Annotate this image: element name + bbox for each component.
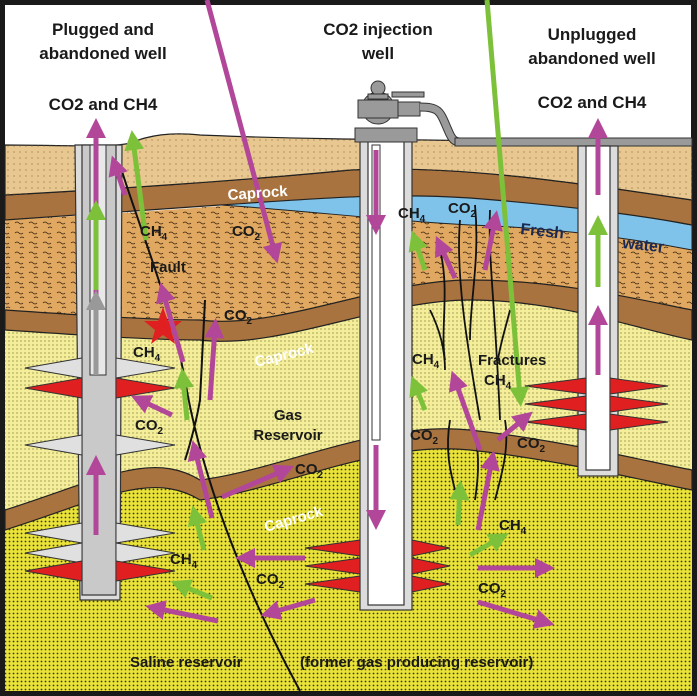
ch4-arrow <box>468 533 509 558</box>
plugged-well-title-1: Plugged and <box>52 20 154 39</box>
plugged-well-title-2: abandoned well <box>39 44 167 63</box>
ch4-arrow <box>409 375 428 411</box>
unplugged-well-emissions: CO2 and CH4 <box>538 93 647 112</box>
co2-arrow <box>221 464 295 500</box>
fractures-label: Fractures <box>478 352 546 369</box>
svg-text:CH4: CH4 <box>412 351 440 371</box>
perforation <box>524 395 669 413</box>
co2-arrow <box>108 155 128 196</box>
fault-label: Fault <box>150 259 186 276</box>
svg-text:CO2: CO2 <box>478 580 507 600</box>
perforation <box>304 575 451 593</box>
co2-arrow <box>496 411 533 442</box>
injection-well-title-2: well <box>361 44 394 63</box>
ch4-arrow <box>449 480 470 526</box>
ch4-label: CH4 <box>170 551 198 571</box>
svg-text:CO2: CO2 <box>232 223 261 243</box>
co2-arrow <box>156 282 186 363</box>
co2-arrow <box>260 597 316 620</box>
svg-text:CO2: CO2 <box>135 417 164 437</box>
fresh-label: Fresh <box>520 221 565 242</box>
co2-label: CO2 <box>224 307 253 327</box>
svg-text:CO2: CO2 <box>448 200 477 220</box>
ch4-arrow <box>170 579 213 601</box>
ch4-label: CH4 <box>133 344 161 364</box>
svg-text:CH4: CH4 <box>140 223 168 243</box>
co2-arrow <box>130 395 174 418</box>
ch4-arrow <box>484 0 530 407</box>
injection-well-title-1: CO2 injection <box>323 20 433 39</box>
svg-text:CH4: CH4 <box>499 517 527 537</box>
perforation <box>304 539 451 557</box>
co2-label: CO2 <box>295 461 324 481</box>
gas-reservoir-label-1: Gas <box>274 407 302 424</box>
co2-label: CO2 <box>256 571 285 591</box>
svg-text:CO2: CO2 <box>224 307 253 327</box>
svg-text:CH4: CH4 <box>170 551 198 571</box>
co2-label: CO2 <box>517 435 546 455</box>
co2-arrow <box>477 599 555 629</box>
co2-label: CO2 <box>232 223 261 243</box>
former-reservoir-note: (former gas producing reservoir) <box>300 654 533 671</box>
co2-arrow <box>187 440 215 519</box>
svg-text:CO2: CO2 <box>256 571 285 591</box>
perforation <box>524 377 669 395</box>
co2-arrow <box>435 235 458 280</box>
co2-arrow <box>204 318 225 401</box>
svg-text:CO2: CO2 <box>517 435 546 455</box>
caprock-label-upper: Caprock <box>227 183 289 204</box>
ch4-label: CH4 <box>398 205 426 225</box>
ch4-arrow <box>124 130 149 241</box>
co2-label: CO2 <box>478 580 507 600</box>
co2-label: CO2 <box>410 427 439 447</box>
svg-text:CO2: CO2 <box>295 461 324 481</box>
svg-text:CH4: CH4 <box>398 205 426 225</box>
svg-text:CO2: CO2 <box>410 427 439 447</box>
ch4-label: CH4 <box>412 351 440 371</box>
gas-reservoir-label-2: Reservoir <box>253 427 322 444</box>
lower-caprock-layer <box>4 428 693 531</box>
co2-arrow <box>448 370 483 451</box>
ch4-label: CH4 <box>499 517 527 537</box>
gas-labels: CH4 CO2 CO2 CH4 CO2 CO2 CH4 CO2 CH4 CO2 … <box>133 200 546 600</box>
co2-arrow <box>204 0 283 264</box>
perforation <box>24 560 176 582</box>
ch4-arrow <box>187 505 208 551</box>
co2-arrow <box>482 210 503 271</box>
co2-label: CO2 <box>135 417 164 437</box>
svg-text:CH4: CH4 <box>133 344 161 364</box>
ch4-arrow <box>408 230 428 271</box>
plugged-well-emissions: CO2 and CH4 <box>49 95 158 114</box>
ch4-label: CH4 <box>484 372 512 392</box>
ch4-arrow <box>173 368 194 421</box>
unplugged-well-title-2: abandoned well <box>528 49 656 68</box>
perforation <box>24 377 176 399</box>
leak-point-star <box>144 307 182 344</box>
unplugged-well-title-1: Unplugged <box>548 25 637 44</box>
perforation <box>304 557 451 575</box>
perforation <box>524 413 669 431</box>
fractures <box>429 204 511 501</box>
ch4-label: CH4 <box>140 223 168 243</box>
co2-label: CO2 <box>448 200 477 220</box>
co2-arrow <box>475 450 500 531</box>
saline-reservoir-label: Saline reservoir <box>130 654 243 671</box>
co2-arrow <box>145 600 219 624</box>
water-label: water <box>621 235 665 256</box>
svg-text:CH4: CH4 <box>484 372 512 392</box>
